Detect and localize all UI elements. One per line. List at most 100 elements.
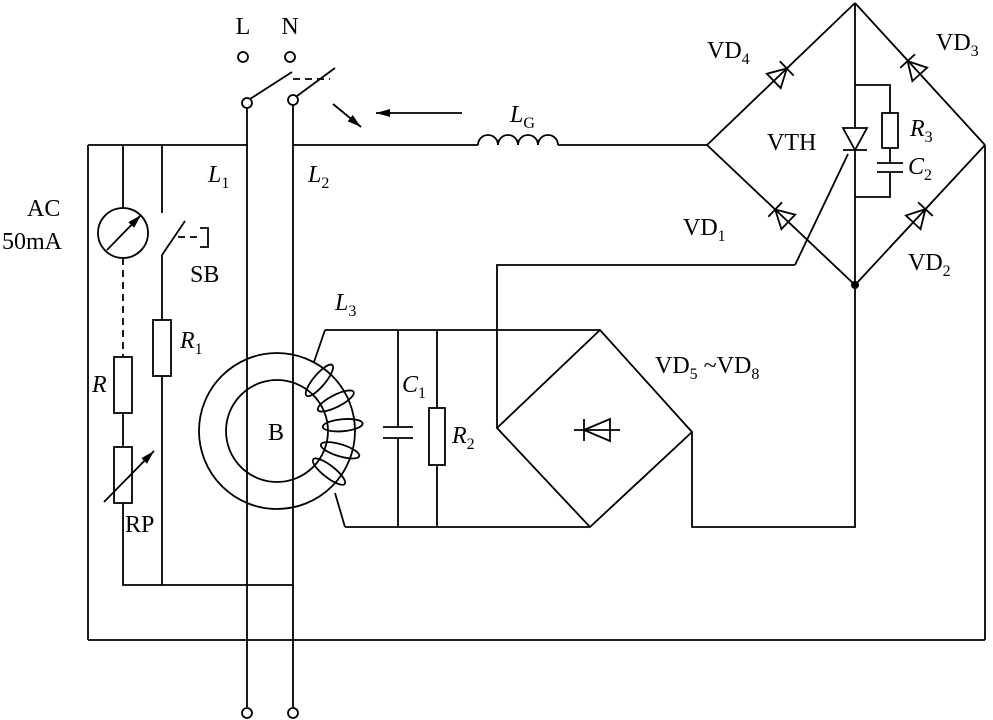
rectifier-diode-icon — [574, 417, 620, 443]
label-rp: RP — [125, 512, 154, 538]
winding-lead-top — [313, 329, 326, 363]
label-lg-main: L — [509, 102, 523, 128]
label-r2-sub: 2 — [467, 436, 475, 453]
label-l3-main: L — [334, 290, 348, 316]
thyristor-vth-gate — [794, 153, 849, 266]
label-r3: R3 — [909, 116, 933, 146]
label-vd8-main: VD — [717, 353, 752, 379]
label-l1-main: L — [207, 162, 221, 188]
resistor-r1 — [152, 319, 172, 377]
diode-vd3-bar — [899, 53, 916, 69]
winding-turn — [321, 418, 364, 433]
winding-turn — [316, 389, 355, 413]
bridge-edge-lower-right — [854, 144, 986, 286]
terminal-l-top — [237, 51, 249, 63]
label-r2-main: R — [451, 423, 467, 449]
label-r2: R2 — [451, 423, 475, 453]
label-vd5-sub: 5 — [690, 366, 698, 383]
diode-vd1-bar — [767, 201, 783, 218]
label-l1: L1 — [207, 162, 229, 192]
wire-bridge-to-rectifier — [691, 285, 856, 528]
label-l2-main: L — [307, 162, 321, 188]
diode-vd4 — [765, 60, 795, 90]
label-n-terminal: N — [281, 14, 298, 40]
diode-vd4-bar — [779, 60, 795, 77]
diode-vd1-triangle — [773, 208, 797, 231]
label-l1-sub: 1 — [221, 175, 229, 192]
terminal-n-top — [284, 51, 296, 63]
label-vd4-main: VD — [707, 38, 742, 64]
resistor-r3 — [881, 112, 899, 149]
terminal-n-bottom — [287, 707, 299, 719]
terminal-l-bottom — [241, 707, 253, 719]
winding-turn — [319, 441, 361, 460]
label-c2-sub: 2 — [924, 167, 932, 184]
winding-l3 — [304, 329, 364, 528]
wire-test-return — [122, 503, 293, 586]
label-vd2-main: VD — [908, 250, 943, 276]
label-vd1: VD1 — [683, 215, 726, 245]
diode-vd2 — [904, 201, 934, 231]
label-vd4-sub: 4 — [742, 51, 750, 68]
switch-blade-l — [249, 71, 293, 100]
label-r: R — [91, 372, 107, 398]
diode-vd3 — [899, 53, 929, 83]
label-lg: LG — [509, 102, 535, 132]
label-r1-main: R — [179, 328, 195, 354]
winding-turn — [311, 457, 347, 486]
label-vd1-sub: 1 — [718, 228, 726, 245]
label-meter-range: 50mA — [2, 229, 63, 255]
potentiometer-arrow-icon — [103, 450, 155, 503]
wire-snubber-bottom — [855, 172, 891, 198]
label-vd8-sub: 8 — [751, 366, 759, 383]
label-c1: C1 — [402, 372, 426, 402]
rectifier-diode-triangle — [581, 417, 611, 443]
label-meter-type: AC — [27, 196, 60, 222]
label-vd2-sub: 2 — [943, 263, 951, 280]
resistor-r — [113, 356, 133, 414]
label-vd3: VD3 — [936, 30, 979, 60]
label-c2-main: C — [908, 154, 925, 180]
test-button-sb-head — [200, 227, 209, 248]
thyristor-vth-triangle — [841, 127, 869, 152]
test-button-sb-blade — [161, 220, 186, 256]
label-r1-sub: 1 — [195, 341, 203, 358]
label-c1-main: C — [402, 372, 419, 398]
label-r1: R1 — [179, 328, 203, 358]
label-vd3-main: VD — [936, 30, 971, 56]
bridge-edge-lower-left — [706, 144, 856, 286]
bridge-edge-upper-left — [706, 2, 856, 146]
toroid-outer — [198, 352, 356, 510]
diode-vd3-triangle — [906, 59, 929, 83]
label-vd2: VD2 — [908, 250, 951, 280]
label-transformer-b: B — [268, 420, 284, 446]
label-vth: VTH — [767, 130, 816, 156]
label-vd5-vd8: VD5~VD8 — [655, 353, 759, 383]
switch-blade-n — [296, 67, 336, 97]
winding-lead-bottom — [334, 492, 346, 528]
label-l3: L3 — [334, 290, 356, 320]
ammeter-needle-icon — [106, 214, 142, 251]
label-r3-sub: 3 — [925, 129, 933, 146]
label-vd5-main: VD — [655, 353, 690, 379]
diode-vd2-triangle — [904, 207, 927, 231]
diode-vd2-bar — [917, 201, 934, 217]
label-vd3-sub: 3 — [971, 43, 979, 60]
label-l2-sub: 2 — [321, 175, 329, 192]
label-r3-main: R — [909, 116, 925, 142]
label-l-terminal: L — [236, 14, 251, 40]
winding-turn — [304, 363, 334, 398]
label-vd4: VD4 — [707, 38, 750, 68]
label-vd5-vd8-sep: ~ — [704, 353, 717, 379]
diode-vd4-triangle — [765, 67, 789, 90]
trip-arrow-diagonal — [332, 103, 362, 128]
label-vd1-main: VD — [683, 215, 718, 241]
diode-vd1 — [767, 201, 797, 231]
resistor-r2 — [428, 407, 446, 466]
wire-snubber-top — [855, 84, 891, 113]
label-sb: SB — [190, 262, 219, 288]
label-l2: L2 — [307, 162, 329, 192]
switch-terminal-n — [287, 94, 299, 106]
label-l3-sub: 3 — [348, 303, 356, 320]
